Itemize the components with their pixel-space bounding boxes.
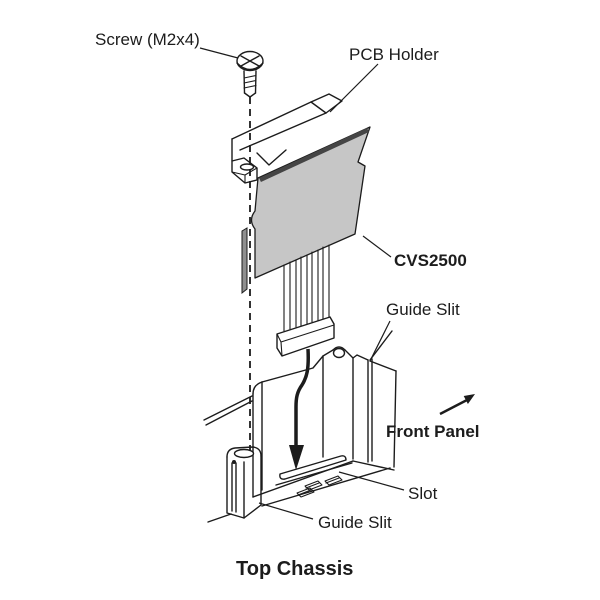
insertion-arrow — [289, 348, 310, 470]
front-panel-label: Front Panel — [386, 422, 480, 441]
pcb-board-illustration — [241, 126, 371, 295]
guide-slit-lower-label: Guide Slit — [318, 513, 392, 532]
pcb-holder-illustration — [231, 93, 343, 184]
pcb-holder-label: PCB Holder — [349, 45, 439, 64]
board-edge-hatch — [259, 127, 369, 183]
guide-slit-upper-label: Guide Slit — [386, 300, 460, 319]
diagram-title: Top Chassis — [236, 558, 353, 580]
board-model-label: CVS2500 — [394, 251, 467, 270]
leader-board-model — [362, 235, 392, 258]
panel-hole — [332, 347, 346, 359]
leader-guide-slit-upper — [369, 320, 391, 362]
leader-pcb-holder — [329, 63, 379, 113]
insertion-slot-opening — [279, 455, 347, 480]
guide-slit-lower-lines — [231, 462, 237, 513]
slot-holes-illustration — [296, 475, 343, 498]
slot-label: Slot — [408, 484, 438, 503]
phillips-cross-icon — [240, 55, 260, 67]
screw-illustration — [236, 50, 264, 98]
chassis-illustration — [203, 330, 397, 523]
screw-hole — [239, 163, 255, 171]
leader-screw — [199, 47, 239, 59]
leader-guide-slit-lower — [258, 502, 314, 520]
front-panel-direction-arrow — [439, 394, 475, 416]
post-hole — [233, 448, 255, 459]
cable-connector-illustration — [276, 316, 335, 357]
screw-label: Screw (M2x4) — [95, 30, 200, 49]
guide-post-illustration — [226, 446, 262, 519]
leader-slot — [338, 471, 405, 491]
ribbon-cable-illustration — [283, 244, 330, 332]
front-panel-arrowhead-icon — [463, 394, 475, 404]
insertion-arrowhead-icon — [289, 445, 304, 470]
